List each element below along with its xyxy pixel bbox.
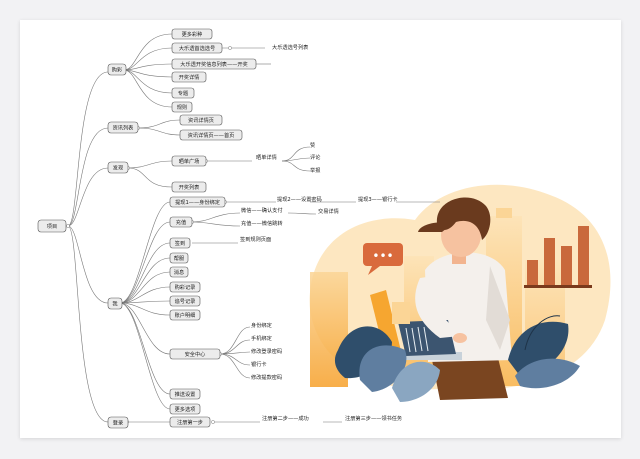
mine-withdraw-step3: 提现3——银行卡	[358, 195, 398, 203]
svg-text:提现1——身份绑定: 提现1——身份绑定	[175, 198, 220, 206]
discover-plaza[interactable]: 晒单广场	[171, 155, 207, 167]
speech-bubble-dots: •••	[372, 249, 393, 263]
security-item-withdraw-password[interactable]: 修改提款密码	[251, 373, 282, 381]
svg-text:签到: 签到	[175, 239, 185, 247]
mindmap-svg: •••	[37, 28, 611, 429]
discover-action-report[interactable]: 举报	[310, 166, 320, 174]
root-label: 项目	[47, 223, 57, 230]
diagram-canvas: •••	[20, 20, 621, 438]
bar-chart-icon	[524, 226, 592, 288]
mine-item-push-settings[interactable]: 推送设置	[169, 388, 201, 400]
branch-mine[interactable]: 我	[107, 297, 123, 310]
svg-text:我: 我	[112, 300, 117, 308]
login-register-step2: 注册第二步——成功	[262, 414, 309, 422]
purchase-item-draw-detail[interactable]: 开奖详情	[171, 71, 207, 83]
person-pants	[432, 358, 508, 400]
mine-item-more-options[interactable]: 更多选项	[169, 403, 201, 415]
purchase-item-topic[interactable]: 专题	[171, 87, 195, 99]
svg-text:开奖列表: 开奖列表	[179, 183, 201, 191]
login-register-step3: 注册第三步——领书任务	[345, 414, 402, 422]
svg-text:登录: 登录	[113, 419, 123, 427]
svg-text:消息: 消息	[174, 268, 184, 276]
security-item-login-password[interactable]: 修改登录密码	[251, 347, 282, 355]
leaf-right	[508, 321, 569, 376]
discover-draw-list[interactable]: 开奖列表	[171, 181, 207, 193]
svg-text:开奖详情: 开奖详情	[179, 73, 200, 81]
svg-text:大乐透首选选号: 大乐透首选选号	[179, 44, 215, 52]
illustration: •••	[309, 184, 611, 402]
mine-recharge-wechat: 微信——确认支付	[241, 206, 283, 214]
login-register-step1[interactable]: 注册第一步	[169, 416, 211, 428]
mine-recharge-jump: 充值——微信跳转	[241, 219, 283, 227]
mindmap-edges	[67, 33, 440, 423]
svg-text:大乐透开奖信息列表——开奖: 大乐透开奖信息列表——开奖	[180, 60, 247, 68]
svg-text:充值: 充值	[176, 218, 186, 226]
svg-text:追号记录: 追号记录	[175, 297, 196, 305]
news-item-detail[interactable]: 资讯详情页	[179, 114, 223, 126]
branch-news[interactable]: 资讯列表	[107, 121, 139, 134]
person-arm	[415, 276, 460, 338]
mine-withdraw-step2: 提现2——设置密码	[277, 195, 322, 203]
discover-action-like[interactable]: 赞	[310, 141, 315, 149]
svg-text:资讯详情页——首页: 资讯详情页——首页	[188, 131, 235, 139]
svg-text:注册第一步: 注册第一步	[177, 418, 203, 426]
purchase-item-rules[interactable]: 规则	[171, 101, 193, 113]
root-node[interactable]: 项目	[37, 219, 67, 233]
svg-text:安全中心: 安全中心	[185, 350, 206, 358]
connector-dots	[66, 46, 232, 424]
security-item-phone[interactable]: 手机绑定	[251, 334, 272, 342]
mine-item-account-details[interactable]: 账户明细	[169, 309, 201, 321]
mindmap: 项目 购彩 资讯列表 发现 我 登录 更多彩种 大乐透	[37, 28, 440, 429]
svg-text:账户明细: 账户明细	[175, 311, 196, 319]
svg-text:帮服: 帮服	[174, 254, 185, 262]
mine-withdraw[interactable]: 提现1——身份绑定	[169, 196, 226, 208]
discover-plaza-detail: 晒单详情	[256, 153, 277, 161]
purchase-item-more-games[interactable]: 更多彩种	[171, 28, 213, 40]
svg-text:购彩: 购彩	[112, 66, 123, 74]
svg-text:资讯列表: 资讯列表	[113, 124, 135, 132]
purchase-item-pick-numbers[interactable]: 大乐透首选选号	[171, 42, 223, 54]
mine-security-center[interactable]: 安全中心	[169, 348, 221, 360]
svg-text:推送设置: 推送设置	[175, 390, 196, 398]
svg-text:更多彩种: 更多彩种	[182, 30, 203, 38]
svg-text:购彩记录: 购彩记录	[175, 283, 196, 291]
mine-item-help[interactable]: 帮服	[169, 252, 189, 264]
svg-text:资讯详情页: 资讯详情页	[188, 116, 214, 124]
branch-discover[interactable]: 发现	[107, 161, 129, 174]
speech-bubble-icon: •••	[363, 243, 403, 275]
discover-action-comment[interactable]: 评论	[310, 153, 321, 161]
svg-text:发现: 发现	[113, 164, 123, 172]
mine-checkin-rules: 签到规则页面	[240, 235, 271, 243]
mine-item-messages[interactable]: 消息	[169, 266, 189, 278]
branch-login[interactable]: 登录	[107, 416, 129, 429]
mine-checkin[interactable]: 签到	[169, 237, 191, 249]
mine-recharge-detail: 交易详情	[318, 207, 339, 215]
mine-item-purchase-records[interactable]: 购彩记录	[169, 281, 201, 293]
person-hair	[436, 197, 491, 240]
security-item-identity[interactable]: 身份绑定	[251, 321, 272, 329]
svg-text:规则: 规则	[177, 103, 187, 111]
purchase-number-list-label: 大乐透选号列表	[272, 43, 309, 51]
mine-item-chase-records[interactable]: 追号记录	[169, 295, 201, 307]
mine-recharge[interactable]: 充值	[169, 216, 193, 228]
svg-text:晒单广场: 晒单广场	[179, 157, 200, 165]
news-item-detail-home[interactable]: 资讯详情页——首页	[179, 129, 243, 141]
purchase-item-draw-info[interactable]: 大乐透开奖信息列表——开奖	[171, 58, 257, 70]
building-top	[496, 208, 512, 218]
branch-purchase[interactable]: 购彩	[107, 63, 127, 76]
svg-text:专题: 专题	[178, 89, 188, 97]
svg-text:更多选项: 更多选项	[175, 405, 196, 413]
security-item-bank-card[interactable]: 银行卡	[251, 360, 267, 368]
